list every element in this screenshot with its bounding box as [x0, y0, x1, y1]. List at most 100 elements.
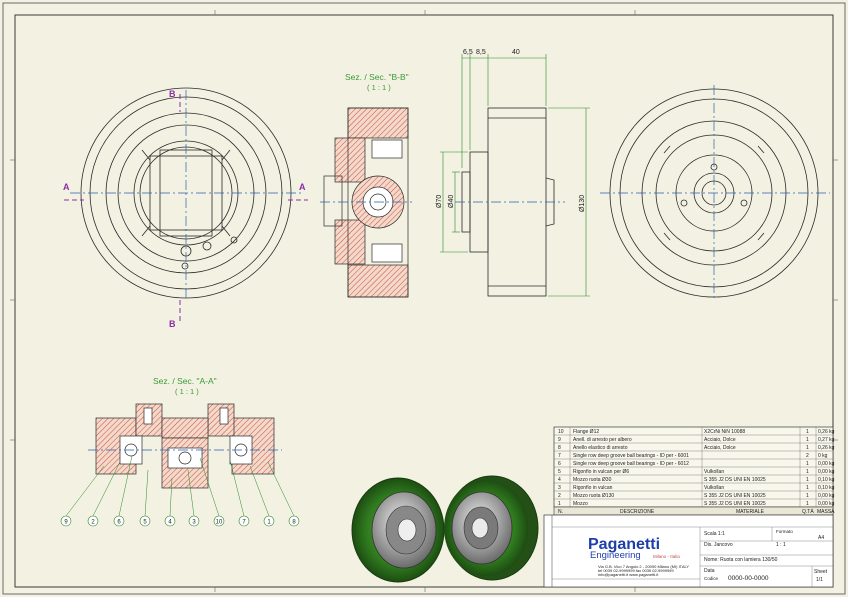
inner-frame: [14, 14, 834, 588]
company-address-3: info@paganetti.it www.paganetti.it: [598, 572, 659, 577]
section-aa-title: Sez. / Sec. "A-A": [153, 376, 217, 386]
bom-qty: 1: [806, 501, 809, 507]
bom-desc: Rigonfio in vulcan: [573, 485, 613, 491]
company-logo-name: Paganetti: [588, 536, 660, 553]
balloon: 7: [238, 515, 250, 527]
company-logo-sub: Engineering: [590, 550, 641, 561]
section-aa-view: [95, 403, 275, 489]
balloon-leaders: [65, 455, 295, 517]
tb-format-label: Formato: [776, 529, 793, 534]
bom-qty: 1: [806, 493, 809, 499]
bom-qty: 1: [806, 469, 809, 475]
bom-qty: 1: [806, 461, 809, 467]
dim-40: 40: [512, 49, 520, 56]
balloon: 10: [213, 515, 225, 527]
render-wheel-side: [444, 475, 539, 581]
cut-label-b-top: B: [169, 89, 176, 99]
bom-mass: 0 kg: [818, 453, 828, 459]
cut-lines: [64, 94, 308, 322]
svg-text:1: 1: [267, 520, 271, 526]
front-view-left-centerlines: [70, 90, 302, 300]
balloon: 5: [139, 515, 151, 527]
balloon: 8: [288, 515, 300, 527]
bom-mass: 0,00 kg: [818, 493, 835, 499]
bom-desc: Mozzo ruota Ø130: [573, 493, 614, 499]
bom-desc: Anello elastico di arresto: [573, 445, 628, 451]
bom-material: S 355 J2 DS UNI EN 10025: [704, 501, 766, 507]
svg-text:9: 9: [64, 520, 68, 526]
svg-text:2: 2: [91, 520, 95, 526]
bom-head-pos: N.: [558, 509, 563, 515]
tb-sheet-value: 1/1: [816, 577, 823, 583]
bom-desc: Single row deep groove ball bearings - I…: [573, 461, 689, 467]
bom-head-qty: Q.TÀ: [802, 508, 814, 515]
cut-label-a-left: A: [63, 182, 70, 192]
tb-date-label: Data: [704, 568, 715, 574]
dim-dia-40: Ø40: [448, 195, 455, 208]
svg-text:8: 8: [292, 520, 296, 526]
bom-pos: 7: [558, 453, 561, 459]
company-address-1: Via G.B. Vico 7 Angolo 2 - 20090 Milano …: [598, 564, 689, 569]
bom-material: S 355 J2 DS UNI EN 10025: [704, 477, 766, 483]
balloon: 9: [60, 515, 72, 527]
section-aa-scale: ( 1 : 1 ): [175, 387, 199, 396]
bom-head-material: MATERIALE: [736, 509, 765, 515]
front-view-right-centerlines: [600, 85, 830, 300]
company-logo-tag: Milano - Italia: [653, 554, 680, 559]
dim-8-5: 8,5: [476, 49, 486, 56]
bom-pos: 2: [558, 493, 561, 499]
tb-format-value: A4: [818, 535, 824, 541]
section-bb-scale: ( 1 : 1 ): [367, 83, 391, 92]
bom-mass: 0,26 kg: [818, 429, 835, 435]
bom-material: Acciaio, Dolce: [704, 445, 736, 451]
bom-pos: 8: [558, 445, 561, 451]
bom-mass: 0,00 kg: [818, 501, 835, 507]
bom-pos: 10: [558, 429, 564, 435]
tb-scale-value: 1 : 1: [776, 542, 786, 548]
bom-qty: 1: [806, 437, 809, 443]
bom-material: Vulkollan: [704, 485, 724, 491]
bom-pos: 6: [558, 461, 561, 467]
bom-mass: 0,27 kg: [818, 437, 835, 443]
bom-mass: 0,00 kg: [818, 469, 835, 475]
balloon: 4: [164, 515, 176, 527]
bom-material: Acciaio, Dolce: [704, 437, 736, 443]
section-bb-title: Sez. / Sec. "B-B": [345, 72, 409, 82]
bom-desc: Flange Ø12: [573, 429, 599, 435]
bom-qty: 1: [806, 477, 809, 483]
bom-pos: 5: [558, 469, 561, 475]
cut-label-a-right: A: [299, 182, 306, 192]
bom-qty: 1: [806, 429, 809, 435]
bom-material: X2CrNi NiN 10088: [704, 429, 745, 435]
tb-drawing-label: Codice: [704, 576, 719, 581]
tb-drawing-no: 0000-00-0000: [728, 575, 769, 582]
bom-mass: 0,26 kg: [818, 445, 835, 451]
tb-sheet-label: Sheet: [814, 569, 828, 575]
title-block: Scala 1:1 Formato A4 Dis. Jancovo 1 : 1 …: [543, 514, 834, 588]
balloons: 9 2 6 5 4 3 10 7 1 8: [60, 515, 300, 527]
bom-head-desc: DESCRIZIONE: [620, 509, 655, 515]
bom-desc: Rigonfio in vulcan per Ø6: [573, 469, 629, 475]
balloon: 1: [263, 515, 275, 527]
tb-scale-label: Scala 1:1: [704, 531, 725, 537]
bom-desc: Single row deep groove ball bearings - I…: [573, 453, 689, 459]
dim-dia-130: Ø130: [579, 195, 586, 212]
svg-text:3: 3: [192, 520, 196, 526]
zone-ticks: [10, 10, 838, 592]
dim-dia-70: Ø70: [436, 195, 443, 208]
tb-drawn-label: Dis. Jancovo: [704, 542, 733, 548]
bom-qty: 1: [806, 485, 809, 491]
svg-text:10: 10: [216, 520, 223, 526]
company-address-2: tel 0039 02-9999999 fax 0039 02-9999999: [598, 568, 674, 573]
dim-6-5: 6,5: [463, 49, 473, 56]
bom-qty: 1: [806, 445, 809, 451]
cut-label-b-bottom: B: [169, 319, 176, 329]
tb-name-label: Nome: Ruota con lamiera 130/50: [704, 557, 778, 563]
bom-pos: 3: [558, 485, 561, 491]
bom-mass: 0,10 kg: [818, 485, 835, 491]
bom-pos: 1: [558, 501, 561, 507]
bom-mass: 0,00 kg: [818, 461, 835, 467]
balloon: 3: [188, 515, 200, 527]
